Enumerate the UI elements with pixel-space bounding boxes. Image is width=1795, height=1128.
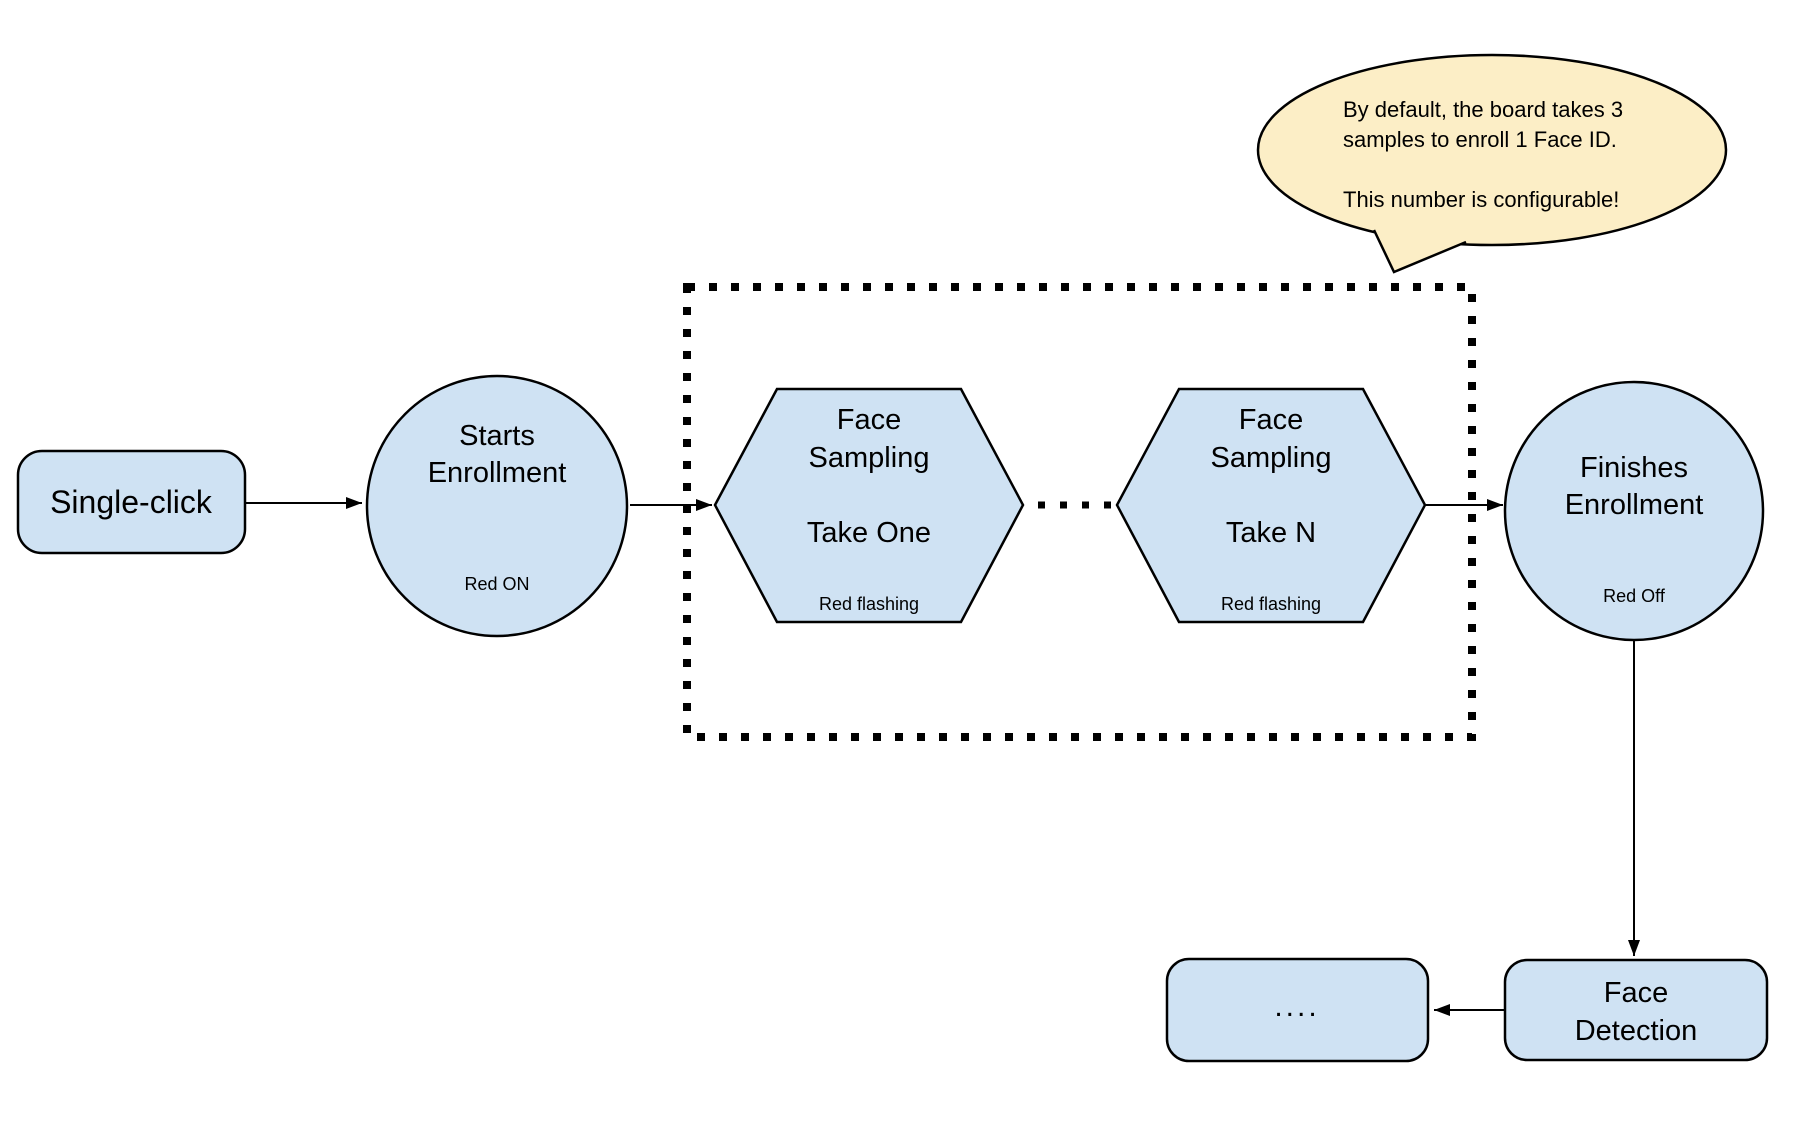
face-detection-title-line1: Face [1604,977,1668,1009]
single-click-box [16,449,247,555]
starts-enrollment-node: Starts Enrollment Red ON [365,374,629,638]
take-n-subtitle: Take N [1226,517,1316,549]
callout-bubble: By default, the board takes 3 samples to… [1256,53,1728,274]
face-sampling-take-one-hexagon [713,387,1025,624]
take-n-title-line2: Sampling [1211,442,1332,474]
finishes-enrollment-node: Finishes Enrollment Red Off [1503,380,1765,642]
face-sampling-take-one-node: Face Sampling Take One Red flashing [713,387,1025,624]
starts-enrollment-circle [365,374,629,638]
sampling-group-dotted-border [683,283,1476,741]
callout-ellipse [1256,53,1728,247]
continuation-node: .... [1165,957,1430,1063]
single-click-label: Single-click [50,484,213,520]
single-click-node: Single-click [16,449,247,555]
starts-enrollment-status: Red ON [464,574,529,594]
face-sampling-take-n-node: Face Sampling Take N Red flashing [1115,387,1427,624]
callout-text-line2: samples to enroll 1 Face ID. [1343,127,1617,152]
finishes-enrollment-status: Red Off [1603,586,1666,606]
take-one-title-line1: Face [837,404,901,436]
finishes-enrollment-title-line1: Finishes [1580,452,1688,484]
face-detection-title-line2: Detection [1575,1015,1698,1047]
take-one-title-line2: Sampling [809,442,930,474]
take-one-subtitle: Take One [807,517,931,549]
take-one-status: Red flashing [819,594,919,614]
callout-tail [1372,229,1467,274]
continuation-label: .... [1274,990,1319,1023]
take-n-title-line1: Face [1239,404,1303,436]
face-sampling-take-n-hexagon [1115,387,1427,624]
starts-enrollment-title-line1: Starts [459,420,535,452]
starts-enrollment-title-line2: Enrollment [428,457,567,489]
callout-text-line1: By default, the board takes 3 [1343,97,1623,122]
continuation-box [1165,957,1430,1063]
finishes-enrollment-circle [1503,380,1765,642]
finishes-enrollment-title-line2: Enrollment [1565,489,1704,521]
take-n-status: Red flashing [1221,594,1321,614]
face-detection-node: Face Detection [1503,958,1769,1062]
callout-text-line3: This number is configurable! [1343,187,1619,212]
face-detection-box [1503,958,1769,1062]
